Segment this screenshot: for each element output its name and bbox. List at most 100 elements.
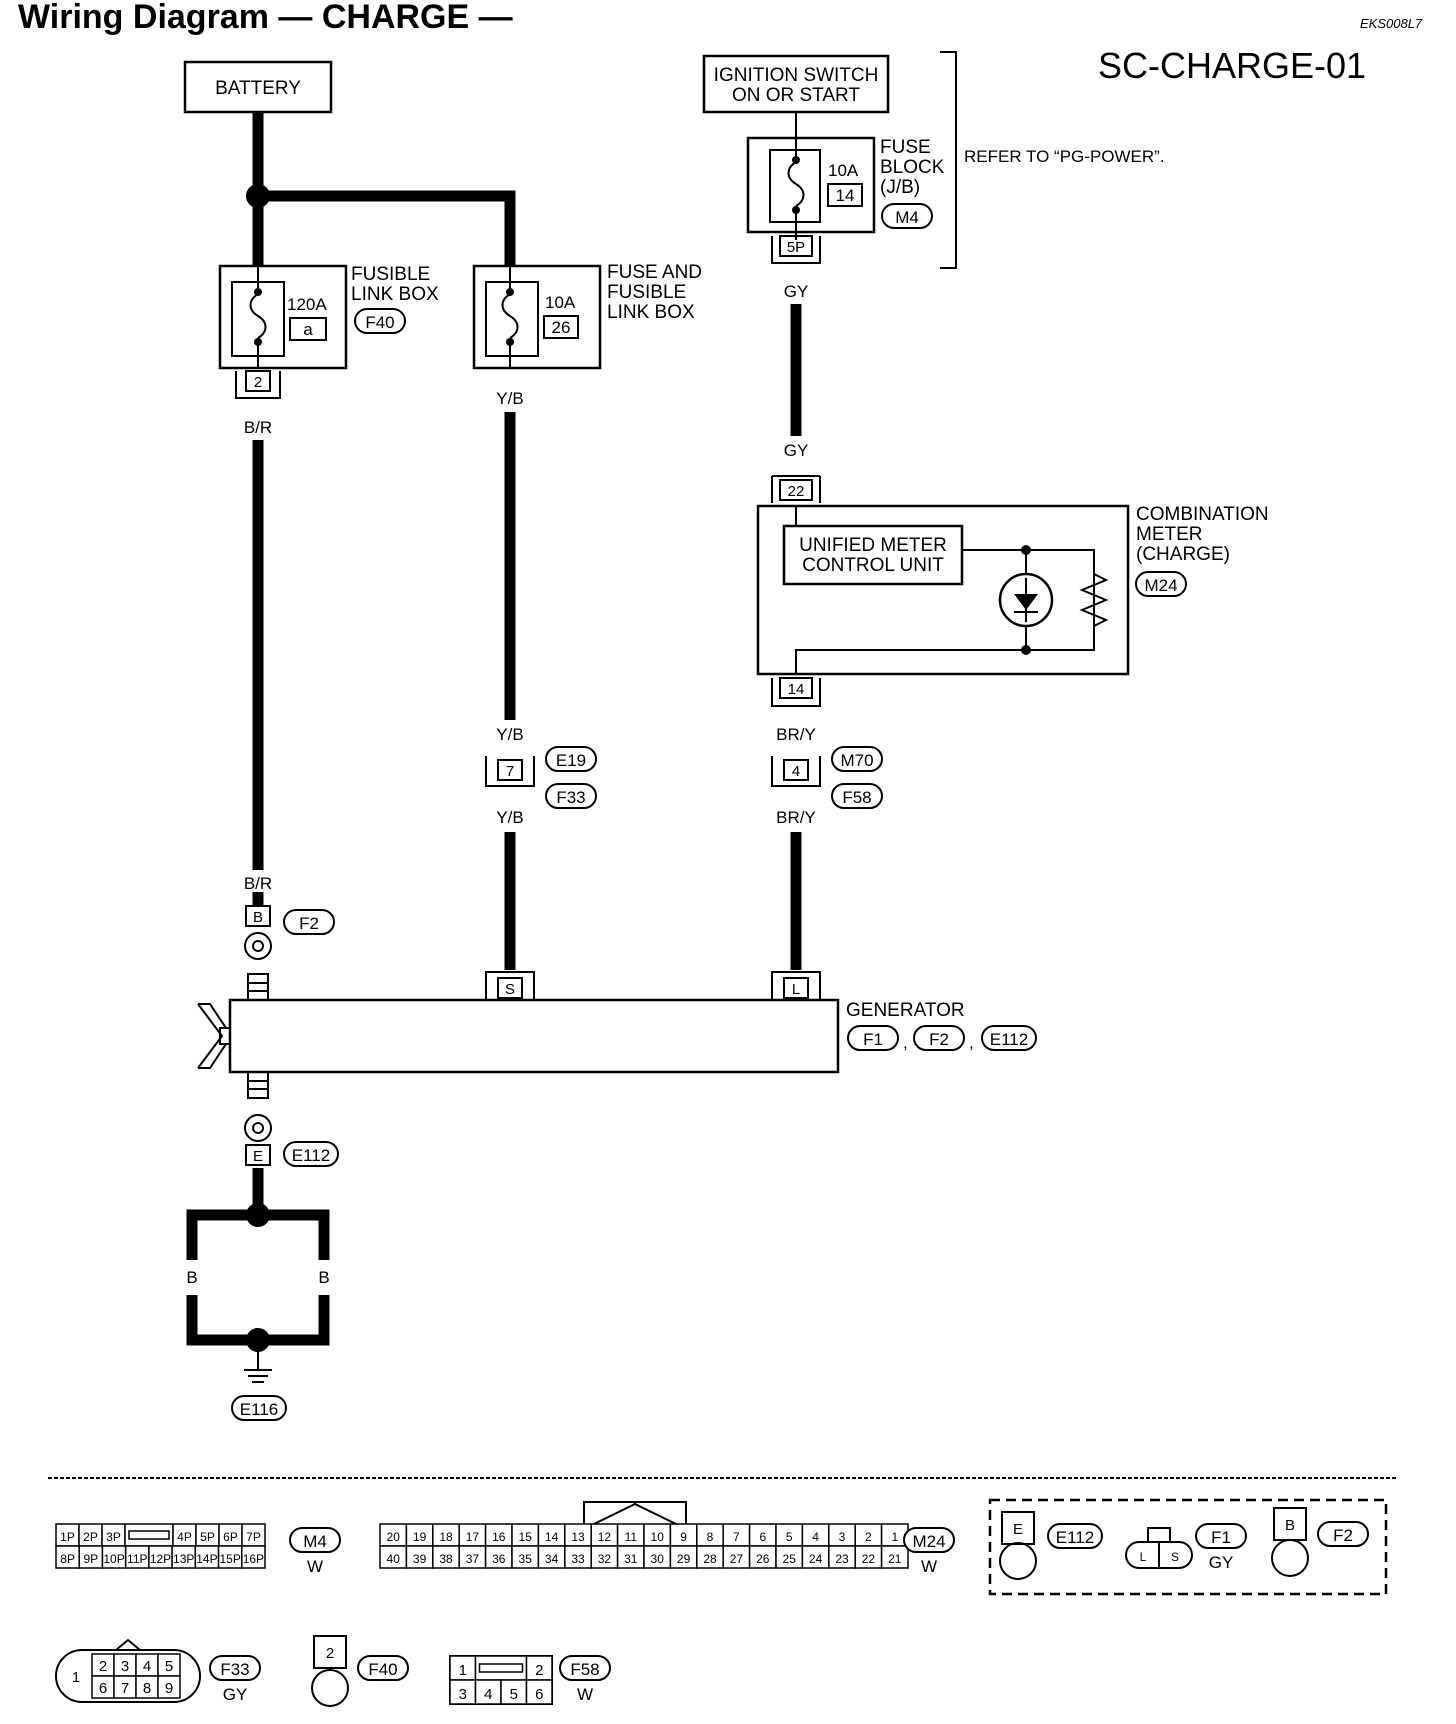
connector-pin-cell: 9P [83, 1552, 98, 1566]
generator-pin-b: B [253, 909, 263, 926]
diagram-code: SC-CHARGE-01 [1098, 45, 1366, 86]
connector-pin-cell: 16P [243, 1552, 264, 1566]
refer-note: REFER TO “PG-POWER”. [964, 147, 1165, 166]
connector-tag-f40: F40 [365, 313, 394, 332]
legend-f1-pin-l: L [1140, 1550, 1147, 1564]
connector-pin-cell: 3 [121, 1658, 129, 1675]
connector-pin-cell: 2 [535, 1662, 543, 1679]
unified-meter-control-unit [782, 524, 964, 586]
connector-tag-e112: E112 [292, 1146, 330, 1165]
doc-reference: EKS008L7 [1360, 16, 1423, 31]
wire-color-yb-3: Y/B [496, 808, 523, 827]
generator-label: GENERATOR [846, 1000, 965, 1021]
connector-pin-cell: 40 [387, 1552, 401, 1566]
connector-pin-cell: 13P [173, 1552, 194, 1566]
connector-pin-cell: 4P [177, 1530, 192, 1544]
connector-tag-f1: F1 [863, 1030, 883, 1049]
meter-pin-top: 22 [788, 483, 805, 500]
connector-pin-cell: 10 [651, 1530, 665, 1544]
connector-tag-e116: E116 [240, 1400, 278, 1419]
fusible-link-label-2: LINK BOX [351, 284, 439, 305]
legend-m4-name: M4 [303, 1532, 327, 1551]
connector-pin-cell: 12 [598, 1530, 612, 1544]
connector-pin-cell: 11P [127, 1552, 147, 1566]
refer-bracket [940, 51, 957, 269]
connector-pin-cell: 14 [545, 1530, 559, 1544]
legend-f33-color: GY [223, 1685, 248, 1704]
wire-color-yb: Y/B [496, 389, 523, 408]
wire-color-gy-2: GY [784, 441, 809, 460]
legend-m24-name: M24 [912, 1532, 945, 1551]
legend-f33-pin-1: 1 [72, 1669, 80, 1686]
legend-f1-pin-s: S [1171, 1550, 1179, 1564]
connector-pin-cell: 7P [246, 1530, 261, 1544]
wire-color-b-left: B [186, 1268, 197, 1287]
meter-label-3: (CHARGE) [1136, 544, 1230, 565]
fusible-link-num: a [303, 320, 313, 339]
fuse-and-fusible-label-2: FUSIBLE [607, 282, 686, 303]
connector-pin-cell: 31 [624, 1552, 638, 1566]
connector-pin-7: 7 [506, 763, 514, 780]
connector-pin-cell: 39 [413, 1552, 427, 1566]
connector-pin-cell: 9 [165, 1680, 173, 1697]
connector-pin-cell: 14P [196, 1552, 217, 1566]
connector-face-f33 [55, 1649, 201, 1703]
meter-pin-bottom: 14 [788, 681, 805, 698]
legend-f40-pin: 2 [326, 1645, 334, 1662]
control-unit-label-1: UNIFIED METER [799, 535, 947, 556]
connector-pin-cell: 4 [812, 1530, 819, 1544]
ground-icon [244, 1340, 272, 1383]
legend-group-box [988, 1498, 1388, 1596]
connector-pin-cell: 19 [413, 1530, 427, 1544]
connector-pin-cell: 1 [891, 1530, 898, 1544]
connector-tag-f2-gen: F2 [929, 1030, 949, 1049]
fuse-and-fusible-link-box [472, 264, 602, 370]
generator-pin-s: S [505, 981, 515, 998]
wire-color-bry: BR/Y [776, 725, 816, 744]
ground-wire-top [186, 1209, 330, 1260]
connector-pin-cell: 7 [121, 1680, 129, 1697]
legend-e112-name: E112 [1056, 1528, 1094, 1547]
legend-f1-name: F1 [1211, 1528, 1231, 1547]
generator-comma-2: , [969, 1033, 974, 1052]
legend-m24-color: W [921, 1557, 937, 1576]
connector-tag-m70: M70 [840, 751, 873, 770]
splice-point [246, 184, 270, 208]
connector-pin-cell: 8 [143, 1680, 151, 1697]
meter-label-2: METER [1136, 524, 1203, 545]
connector-pin-cell: 2P [83, 1530, 98, 1544]
connector-pin-cell: 15P [219, 1552, 240, 1566]
connector-pin-cell: 33 [571, 1552, 585, 1566]
connector-pin-cell: 4 [484, 1686, 492, 1703]
fuse-symbol-icon [501, 293, 519, 339]
connector-pin-cell: 32 [598, 1552, 612, 1566]
connector-key [583, 1501, 687, 1525]
legend-f58-color: W [577, 1685, 593, 1704]
connector-pin-cell: 13 [571, 1530, 585, 1544]
fuse-block-amp: 10A [828, 161, 859, 180]
battery-label: BATTERY [215, 78, 301, 99]
pulley-icon [197, 1003, 227, 1069]
connector-pin-cell: 3 [459, 1686, 467, 1703]
connector-pin-cell: 5 [510, 1686, 518, 1703]
legend-f40-name: F40 [368, 1660, 397, 1679]
connector-pin-cell: 12P [150, 1552, 171, 1566]
fusible-link-label-1: FUSIBLE [351, 264, 430, 285]
legend-f2-pin: B [1285, 1517, 1295, 1534]
connector-pin-cell: 22 [862, 1552, 876, 1566]
connector-tag-e112-gen: E112 [990, 1030, 1028, 1049]
page-title: Wiring Diagram — CHARGE — [18, 0, 513, 36]
fuse-block-box [746, 136, 876, 234]
control-unit-label-2: CONTROL UNIT [802, 555, 944, 576]
connector-pin-cell: 27 [730, 1552, 744, 1566]
connector-pin-cell: 34 [545, 1552, 559, 1566]
generator-pin-e: E [253, 1148, 263, 1165]
connector-tag-f2: F2 [299, 914, 319, 933]
legend-f1-color: GY [1209, 1553, 1234, 1572]
connector-pin-cell: 30 [651, 1552, 665, 1566]
fuse-and-fusible-num: 26 [552, 318, 571, 337]
combination-meter-box [756, 504, 1130, 676]
fusible-link-amp: 120A [287, 295, 327, 314]
